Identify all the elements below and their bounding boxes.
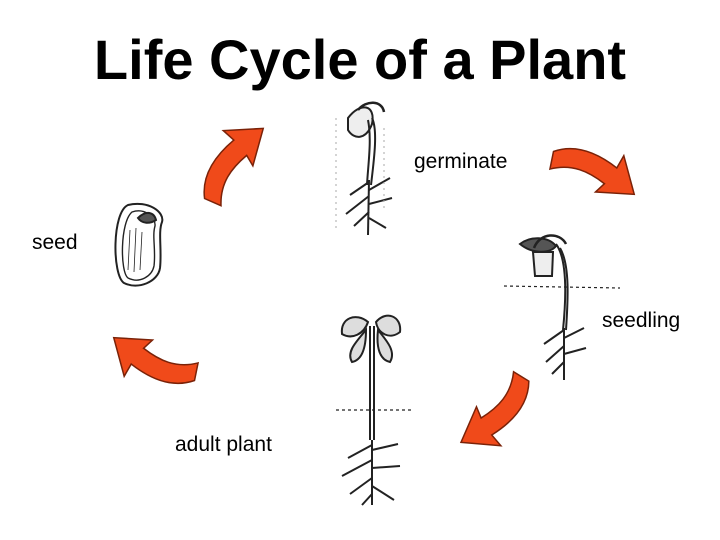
stage-label-seedling: seedling xyxy=(602,309,681,332)
cycle-arrow-icon xyxy=(542,119,650,221)
stage-label-seed: seed xyxy=(32,231,78,254)
cycle-arrow-icon xyxy=(443,366,551,464)
seedling-icon xyxy=(503,234,621,380)
germinating-seed-icon xyxy=(335,101,393,236)
cycle-arrow-icon xyxy=(178,109,285,212)
stage-label-germinate: germinate xyxy=(414,150,508,173)
diagram-title: Life Cycle of a Plant xyxy=(93,28,627,91)
adult-plant-icon xyxy=(336,314,412,506)
seed-drawing-icon xyxy=(114,202,164,287)
stage-label-adult-plant: adult plant xyxy=(175,433,272,456)
cycle-arrow-icon xyxy=(98,311,206,413)
